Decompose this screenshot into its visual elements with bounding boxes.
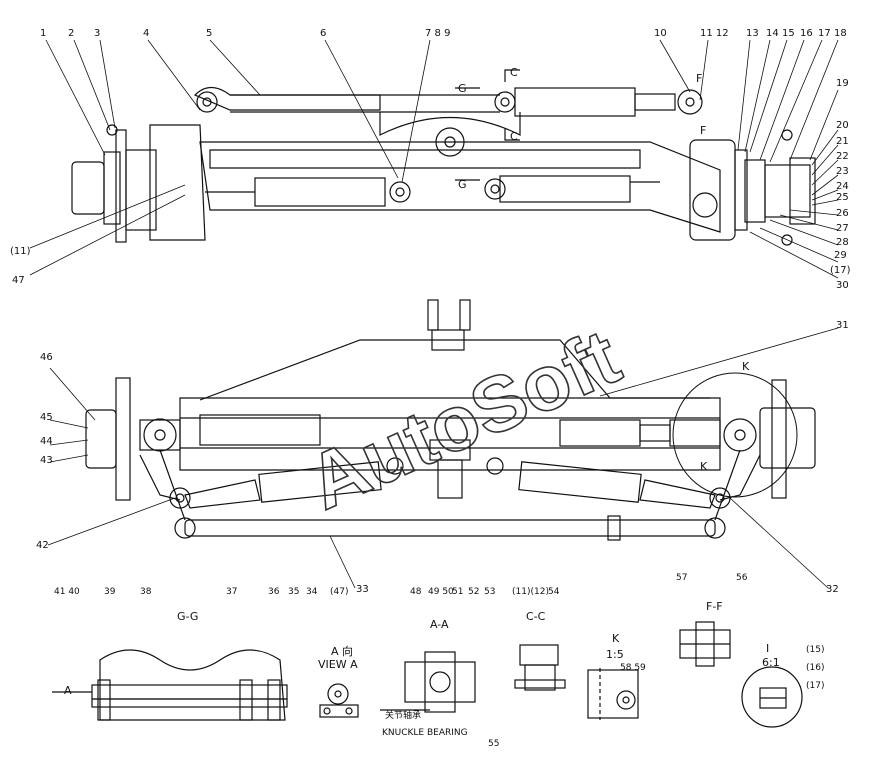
callout-17: 17 [818, 28, 831, 39]
detail-i [741, 666, 803, 728]
callout-14: 14 [766, 28, 779, 39]
title-i-scale: 6:1 [762, 656, 780, 669]
callout-7-8-9: 7 8 9 [425, 28, 450, 39]
callout-52: 52 [468, 587, 479, 597]
title-view-a: VIEW A [318, 658, 358, 671]
callout-16: 16 [800, 28, 813, 39]
callout-30: 30 [836, 280, 849, 291]
mark-k: K [742, 360, 750, 373]
callout-23: 23 [836, 166, 849, 177]
callout-38: 38 [140, 587, 152, 597]
mark-f-top: F [696, 72, 702, 85]
callout-51: 51 [452, 587, 463, 597]
title-i: I [766, 642, 769, 655]
callout-6: 6 [320, 28, 326, 39]
front-leaders [47, 327, 839, 589]
callout-22: 22 [836, 151, 849, 162]
knuckle-bearing-label: KNUCKLE BEARING [382, 728, 468, 738]
mark-a: A [64, 684, 72, 697]
section-g-g [52, 649, 288, 721]
callout-29: 29 [834, 250, 847, 261]
callout-24: 24 [836, 181, 849, 192]
callout-17-ref: (17) [830, 265, 851, 276]
callout-42: 42 [36, 540, 49, 551]
callout-37: 37 [226, 587, 237, 597]
callout-27: 27 [836, 223, 849, 234]
callout-43: 43 [40, 455, 53, 466]
callout-36: 36 [268, 587, 280, 597]
callout-19: 19 [836, 78, 849, 89]
callout-49-50: 49 50 [428, 587, 454, 597]
title-c-c: C-C [526, 610, 546, 623]
callout-15-ref: (15) [806, 645, 824, 655]
callout-56: 56 [736, 573, 748, 583]
section-c-c [514, 644, 566, 691]
callout-16-ref: (16) [806, 663, 824, 673]
title-view-a-cn: A 向 [331, 644, 353, 658]
callout-13: 13 [746, 28, 759, 39]
top-leaders [29, 39, 839, 279]
callout-47-ref: (47) [330, 587, 348, 597]
top-view [71, 69, 816, 246]
view-a [319, 683, 359, 718]
callout-18: 18 [834, 28, 847, 39]
title-f-f: F-F [706, 600, 723, 613]
callout-3: 3 [94, 28, 100, 39]
callout-28: 28 [836, 237, 849, 248]
callout-44: 44 [40, 436, 53, 447]
callout-34: 34 [306, 587, 318, 597]
title-a-a: A-A [430, 618, 449, 631]
callout-32: 32 [826, 584, 839, 595]
callout-21: 21 [836, 136, 849, 147]
callout-4: 4 [143, 28, 149, 39]
mark-g-bottom: G [458, 178, 467, 191]
callout-26: 26 [836, 208, 849, 219]
front-view [85, 299, 816, 541]
callout-15: 15 [782, 28, 795, 39]
callout-11-12-ref: (11)(12) [512, 587, 549, 597]
callout-17-ref-i: (17) [806, 681, 824, 691]
callout-10: 10 [654, 28, 667, 39]
callout-1: 1 [40, 28, 46, 39]
callout-47: 47 [12, 275, 25, 286]
section-a-a [380, 651, 476, 713]
callout-2: 2 [68, 28, 74, 39]
callout-35: 35 [288, 587, 299, 597]
labels: 1 2 3 4 5 6 7 8 9 10 11 12 13 14 15 16 1… [10, 28, 851, 749]
callout-46: 46 [40, 352, 53, 363]
callout-11-ref: (11) [10, 246, 31, 257]
callout-20: 20 [836, 120, 849, 131]
title-k: K [612, 632, 620, 645]
callout-53: 53 [484, 587, 495, 597]
title-k-scale: 1:5 [606, 648, 624, 661]
callout-45: 45 [40, 412, 53, 423]
callout-11-12: 11 12 [700, 28, 729, 39]
mark-g-top: G [458, 82, 467, 95]
callout-41-40: 41 40 [54, 587, 80, 597]
mark-c-top: C [510, 66, 518, 79]
callout-31: 31 [836, 320, 849, 331]
mark-f-bottom: F [700, 124, 706, 137]
section-k [587, 668, 639, 720]
callout-39: 39 [104, 587, 116, 597]
callout-58-59: 58 59 [620, 663, 646, 673]
callout-55: 55 [488, 739, 499, 749]
mark-k-view: K [700, 460, 708, 473]
mark-c-bottom: C [510, 130, 518, 143]
callout-57: 57 [676, 573, 687, 583]
callout-5: 5 [206, 28, 212, 39]
knuckle-bearing-cn: 关节轴承 [385, 709, 421, 721]
callout-33: 33 [356, 584, 369, 595]
callout-48: 48 [410, 587, 422, 597]
title-g-g: G-G [177, 610, 198, 623]
callout-54: 54 [548, 587, 560, 597]
callout-25: 25 [836, 192, 849, 203]
section-f-f [679, 621, 731, 667]
